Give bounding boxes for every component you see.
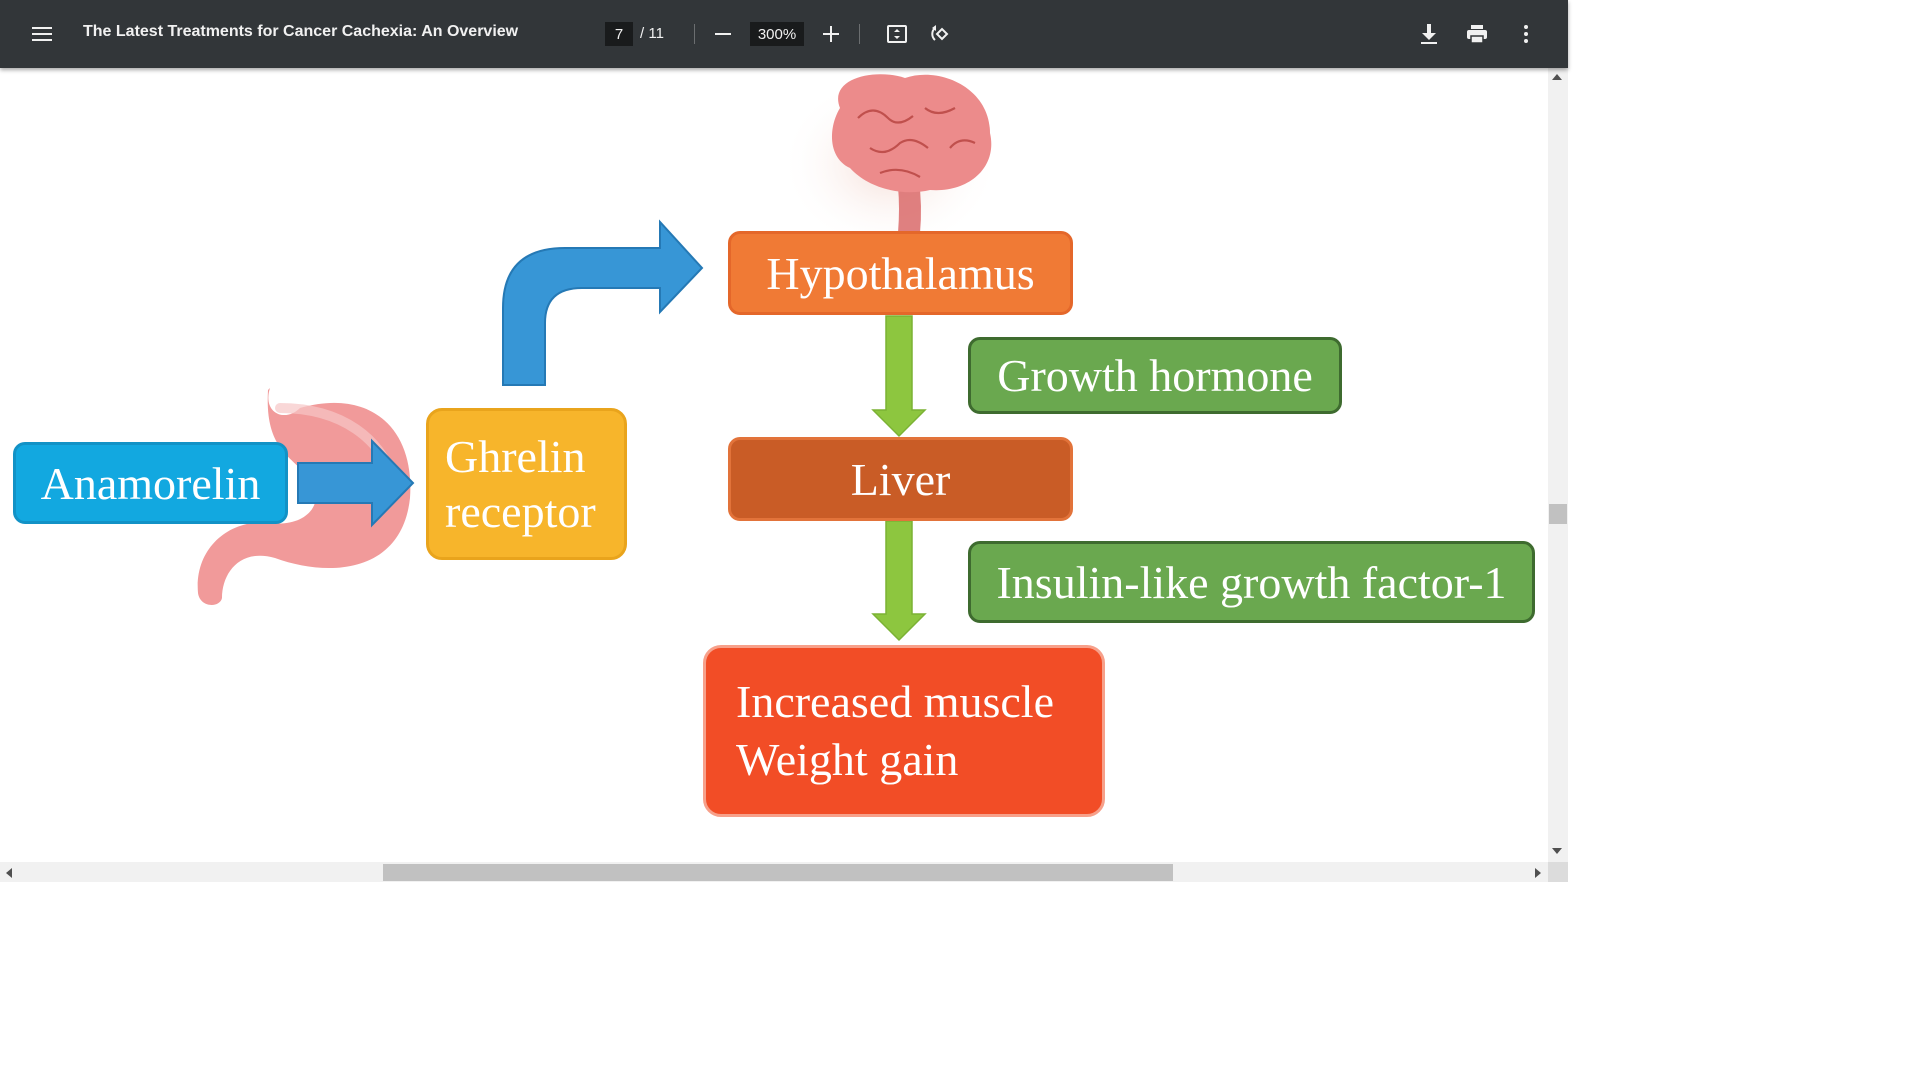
print-icon — [1467, 25, 1487, 44]
scrollbar-corner — [1548, 862, 1568, 882]
vertical-scroll-thumb[interactable] — [1549, 504, 1567, 524]
arrow-hypothalamus-to-liver — [871, 315, 927, 438]
anamorelin-box: Anamorelin — [13, 442, 288, 524]
rotate-icon — [931, 25, 949, 41]
vertical-scrollbar[interactable] — [1548, 68, 1568, 862]
rotate-button[interactable] — [922, 14, 960, 54]
minus-icon — [715, 33, 731, 35]
result-label-line1: Increased muscle — [736, 675, 1055, 727]
page-number-input[interactable] — [605, 22, 633, 46]
hypothalamus-label: Hypothalamus — [766, 247, 1035, 299]
arrow-anamorelin-to-ghrelin — [297, 438, 415, 528]
growth-hormone-box: Growth hormone — [968, 337, 1342, 414]
liver-label: Liver — [850, 453, 951, 505]
hamburger-menu-icon — [32, 27, 52, 41]
print-button[interactable] — [1458, 14, 1496, 54]
pdf-page-viewport[interactable]: Anamorelin Ghrelin receptor Hypothalamus… — [0, 68, 1548, 862]
anamorelin-label: Anamorelin — [40, 457, 261, 509]
document-title: The Latest Treatments for Cancer Cachexi… — [83, 23, 519, 40]
ghrelin-label-line2: receptor — [445, 486, 596, 537]
scroll-up-arrow-icon[interactable] — [1552, 74, 1562, 80]
arrow-ghrelin-to-hypothalamus — [502, 219, 704, 386]
mechanism-diagram: Anamorelin Ghrelin receptor Hypothalamus… — [0, 68, 1548, 862]
liver-box: Liver — [728, 437, 1073, 521]
zoom-level-input[interactable] — [750, 22, 804, 46]
hypothalamus-box: Hypothalamus — [728, 231, 1073, 315]
zoom-out-button[interactable] — [705, 14, 741, 54]
scroll-left-arrow-icon[interactable] — [6, 868, 12, 878]
download-button[interactable] — [1410, 14, 1448, 54]
scroll-down-arrow-icon[interactable] — [1552, 848, 1562, 854]
result-label-line2: Weight gain — [736, 734, 959, 785]
ghrelin-label-line1: Ghrelin — [445, 430, 586, 482]
pdf-toolbar: The Latest Treatments for Cancer Cachexi… — [0, 0, 1568, 68]
page-total: / 11 — [640, 25, 664, 42]
menu-button[interactable] — [22, 14, 62, 54]
toolbar-divider — [694, 24, 695, 44]
toolbar-divider — [859, 24, 860, 44]
result-box: Increased muscle Weight gain — [703, 645, 1105, 817]
more-options-button[interactable] — [1508, 14, 1544, 54]
brain-illustration — [780, 73, 1000, 253]
zoom-in-button[interactable] — [813, 14, 849, 54]
download-icon — [1421, 24, 1437, 44]
scroll-right-arrow-icon[interactable] — [1535, 868, 1541, 878]
igf1-box: Insulin-like growth factor-1 — [968, 541, 1535, 623]
growth-hormone-label: Growth hormone — [997, 350, 1313, 401]
diagram-graphics — [197, 73, 1000, 642]
horizontal-scroll-thumb[interactable] — [383, 864, 1173, 881]
igf1-label: Insulin-like growth factor-1 — [996, 556, 1507, 608]
arrow-liver-to-result — [871, 520, 927, 642]
fit-to-page-icon — [887, 25, 907, 43]
plus-icon — [823, 26, 839, 42]
ghrelin-receptor-box: Ghrelin receptor — [426, 408, 627, 560]
more-vert-icon — [1524, 25, 1528, 43]
fit-to-page-button[interactable] — [878, 14, 916, 54]
